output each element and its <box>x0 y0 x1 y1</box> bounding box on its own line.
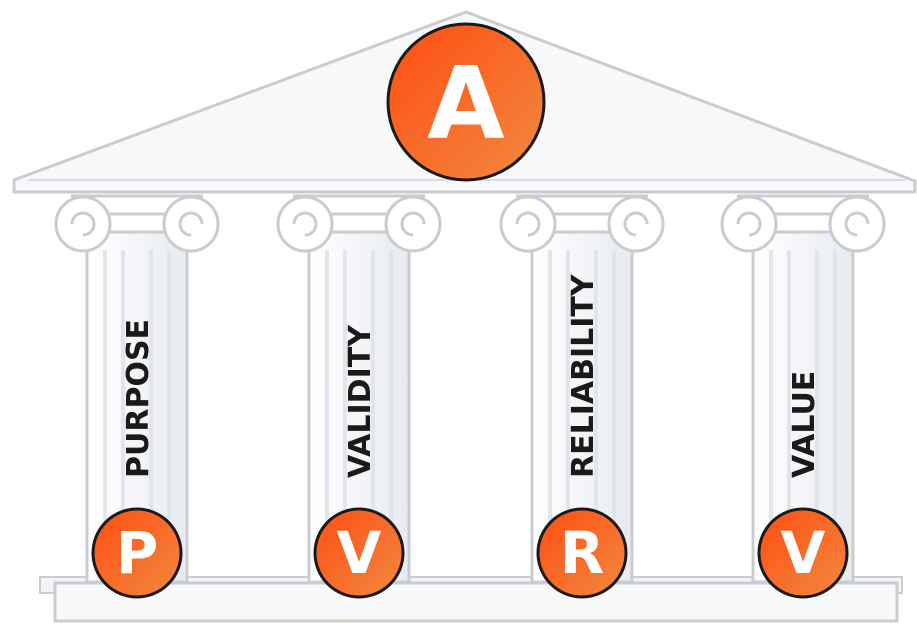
pillar-badge-letter: P <box>116 519 159 587</box>
pillar-badge-letter: V <box>781 519 826 587</box>
roof-badge: A <box>386 22 546 182</box>
pillar-validity: VALIDITY V <box>276 194 442 599</box>
columns-group: PURPOSE P VALIDITY V RELIABILITY R VALUE V <box>54 194 886 599</box>
pillar-value: VALUE V <box>720 194 886 599</box>
pillar-capital <box>276 194 442 253</box>
pillar-label: VALUE <box>787 371 822 478</box>
pillar-badge-letter: R <box>560 519 605 587</box>
roof-badge-letter: A <box>427 45 504 162</box>
pillar-capital <box>499 194 665 253</box>
temple-base <box>39 576 903 623</box>
pillar-label: RELIABILITY <box>566 273 601 478</box>
pillar-capital <box>54 194 220 253</box>
pillar-reliability: RELIABILITY R <box>499 194 665 599</box>
pillar-label: PURPOSE <box>121 319 156 478</box>
pillar-badge-letter: V <box>337 519 382 587</box>
pillar-badge: R <box>536 507 628 599</box>
pillar-label: VALIDITY <box>343 324 378 478</box>
pillar-badge: V <box>757 507 849 599</box>
pillar-badge: P <box>91 507 183 599</box>
pillar-capital <box>720 194 886 253</box>
pillar-purpose: PURPOSE P <box>54 194 220 599</box>
pillar-badge: V <box>313 507 405 599</box>
